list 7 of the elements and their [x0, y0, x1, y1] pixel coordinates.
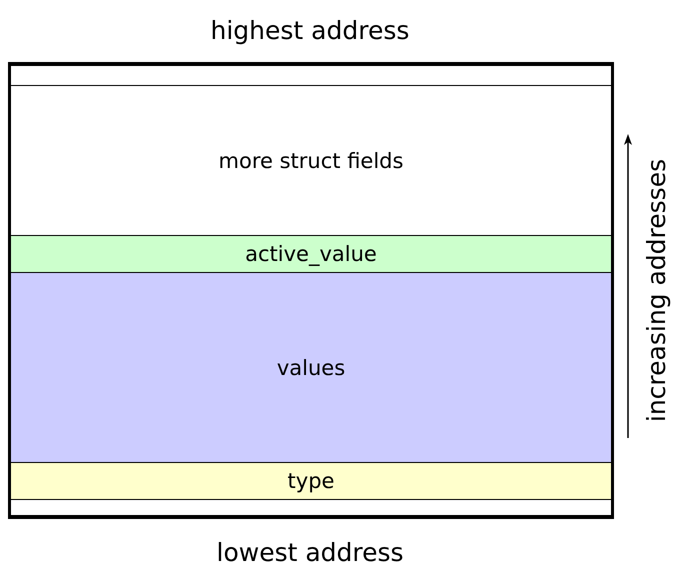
- memory-field: values: [11, 272, 611, 463]
- memory-field: type: [11, 462, 611, 500]
- memory-field: active_value: [11, 235, 611, 273]
- direction-label: increasing addresses: [642, 158, 671, 422]
- top-address-label: highest address: [210, 16, 410, 44]
- bottom-address-label: lowest address: [216, 538, 404, 566]
- memory-block: [8, 62, 614, 519]
